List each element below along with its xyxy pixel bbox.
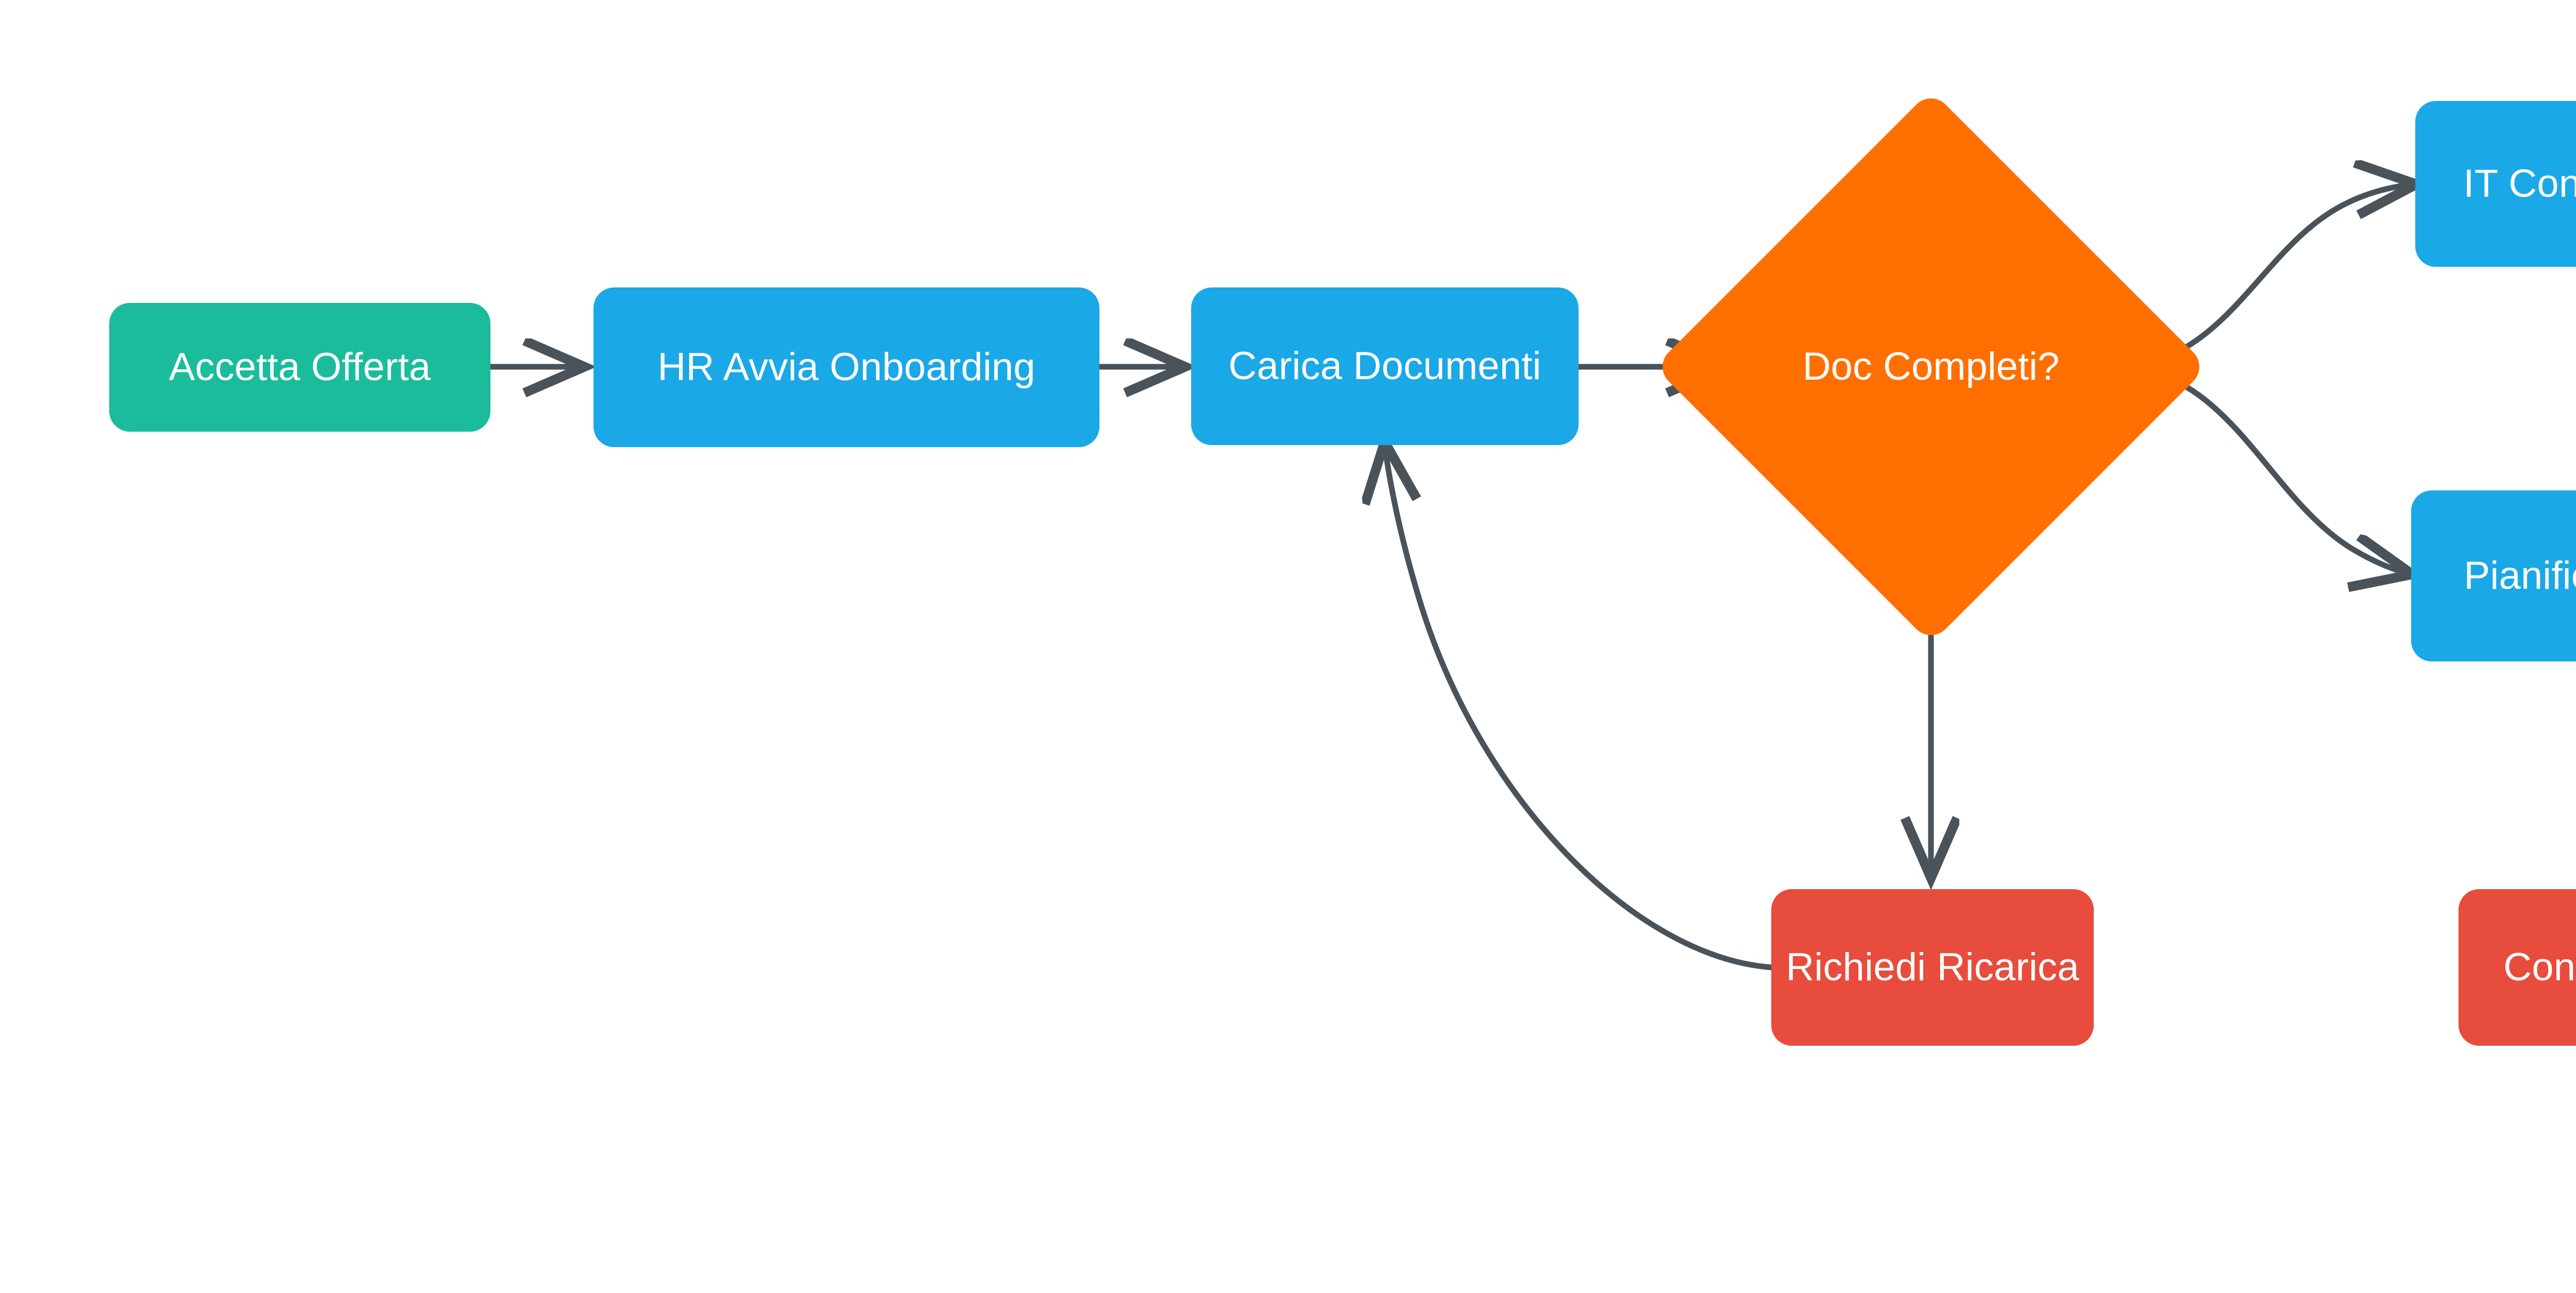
node-label-carica-documenti: Carica Documenti [1228, 344, 1541, 388]
node-label-pianifica-orientamento: Pianifica Orientamento [2464, 554, 2576, 598]
edge-richiedi-ricarica-to-carica-documenti [1385, 444, 1773, 971]
node-it-configura[interactable]: IT Configura [2415, 101, 2576, 267]
node-doc-completi[interactable]: Doc Completi? [1654, 90, 2208, 644]
node-richiedi-ricarica[interactable]: Richiedi Ricarica [1771, 889, 2094, 1046]
node-label-contratto-rescisso: Contratto Rescisso [2503, 945, 2576, 989]
node-accetta-offerta[interactable]: Accetta Offerta [109, 303, 490, 432]
node-hr-avvia-onboarding[interactable]: HR Avvia Onboarding [594, 287, 1099, 447]
node-label-it-configura: IT Configura [2463, 162, 2576, 206]
node-carica-documenti[interactable]: Carica Documenti [1191, 287, 1579, 445]
node-contratto-rescisso[interactable]: Contratto Rescisso [2459, 889, 2576, 1046]
node-label-doc-completi: Doc Completi? [1802, 345, 2060, 388]
node-label-richiedi-ricarica: Richiedi Ricarica [1786, 945, 2079, 989]
node-label-hr-avvia-onboarding: HR Avvia Onboarding [657, 345, 1036, 389]
node-label-accetta-offerta: Accetta Offerta [168, 345, 431, 389]
node-pianifica-orientamento[interactable]: Pianifica Orientamento [2411, 490, 2576, 661]
